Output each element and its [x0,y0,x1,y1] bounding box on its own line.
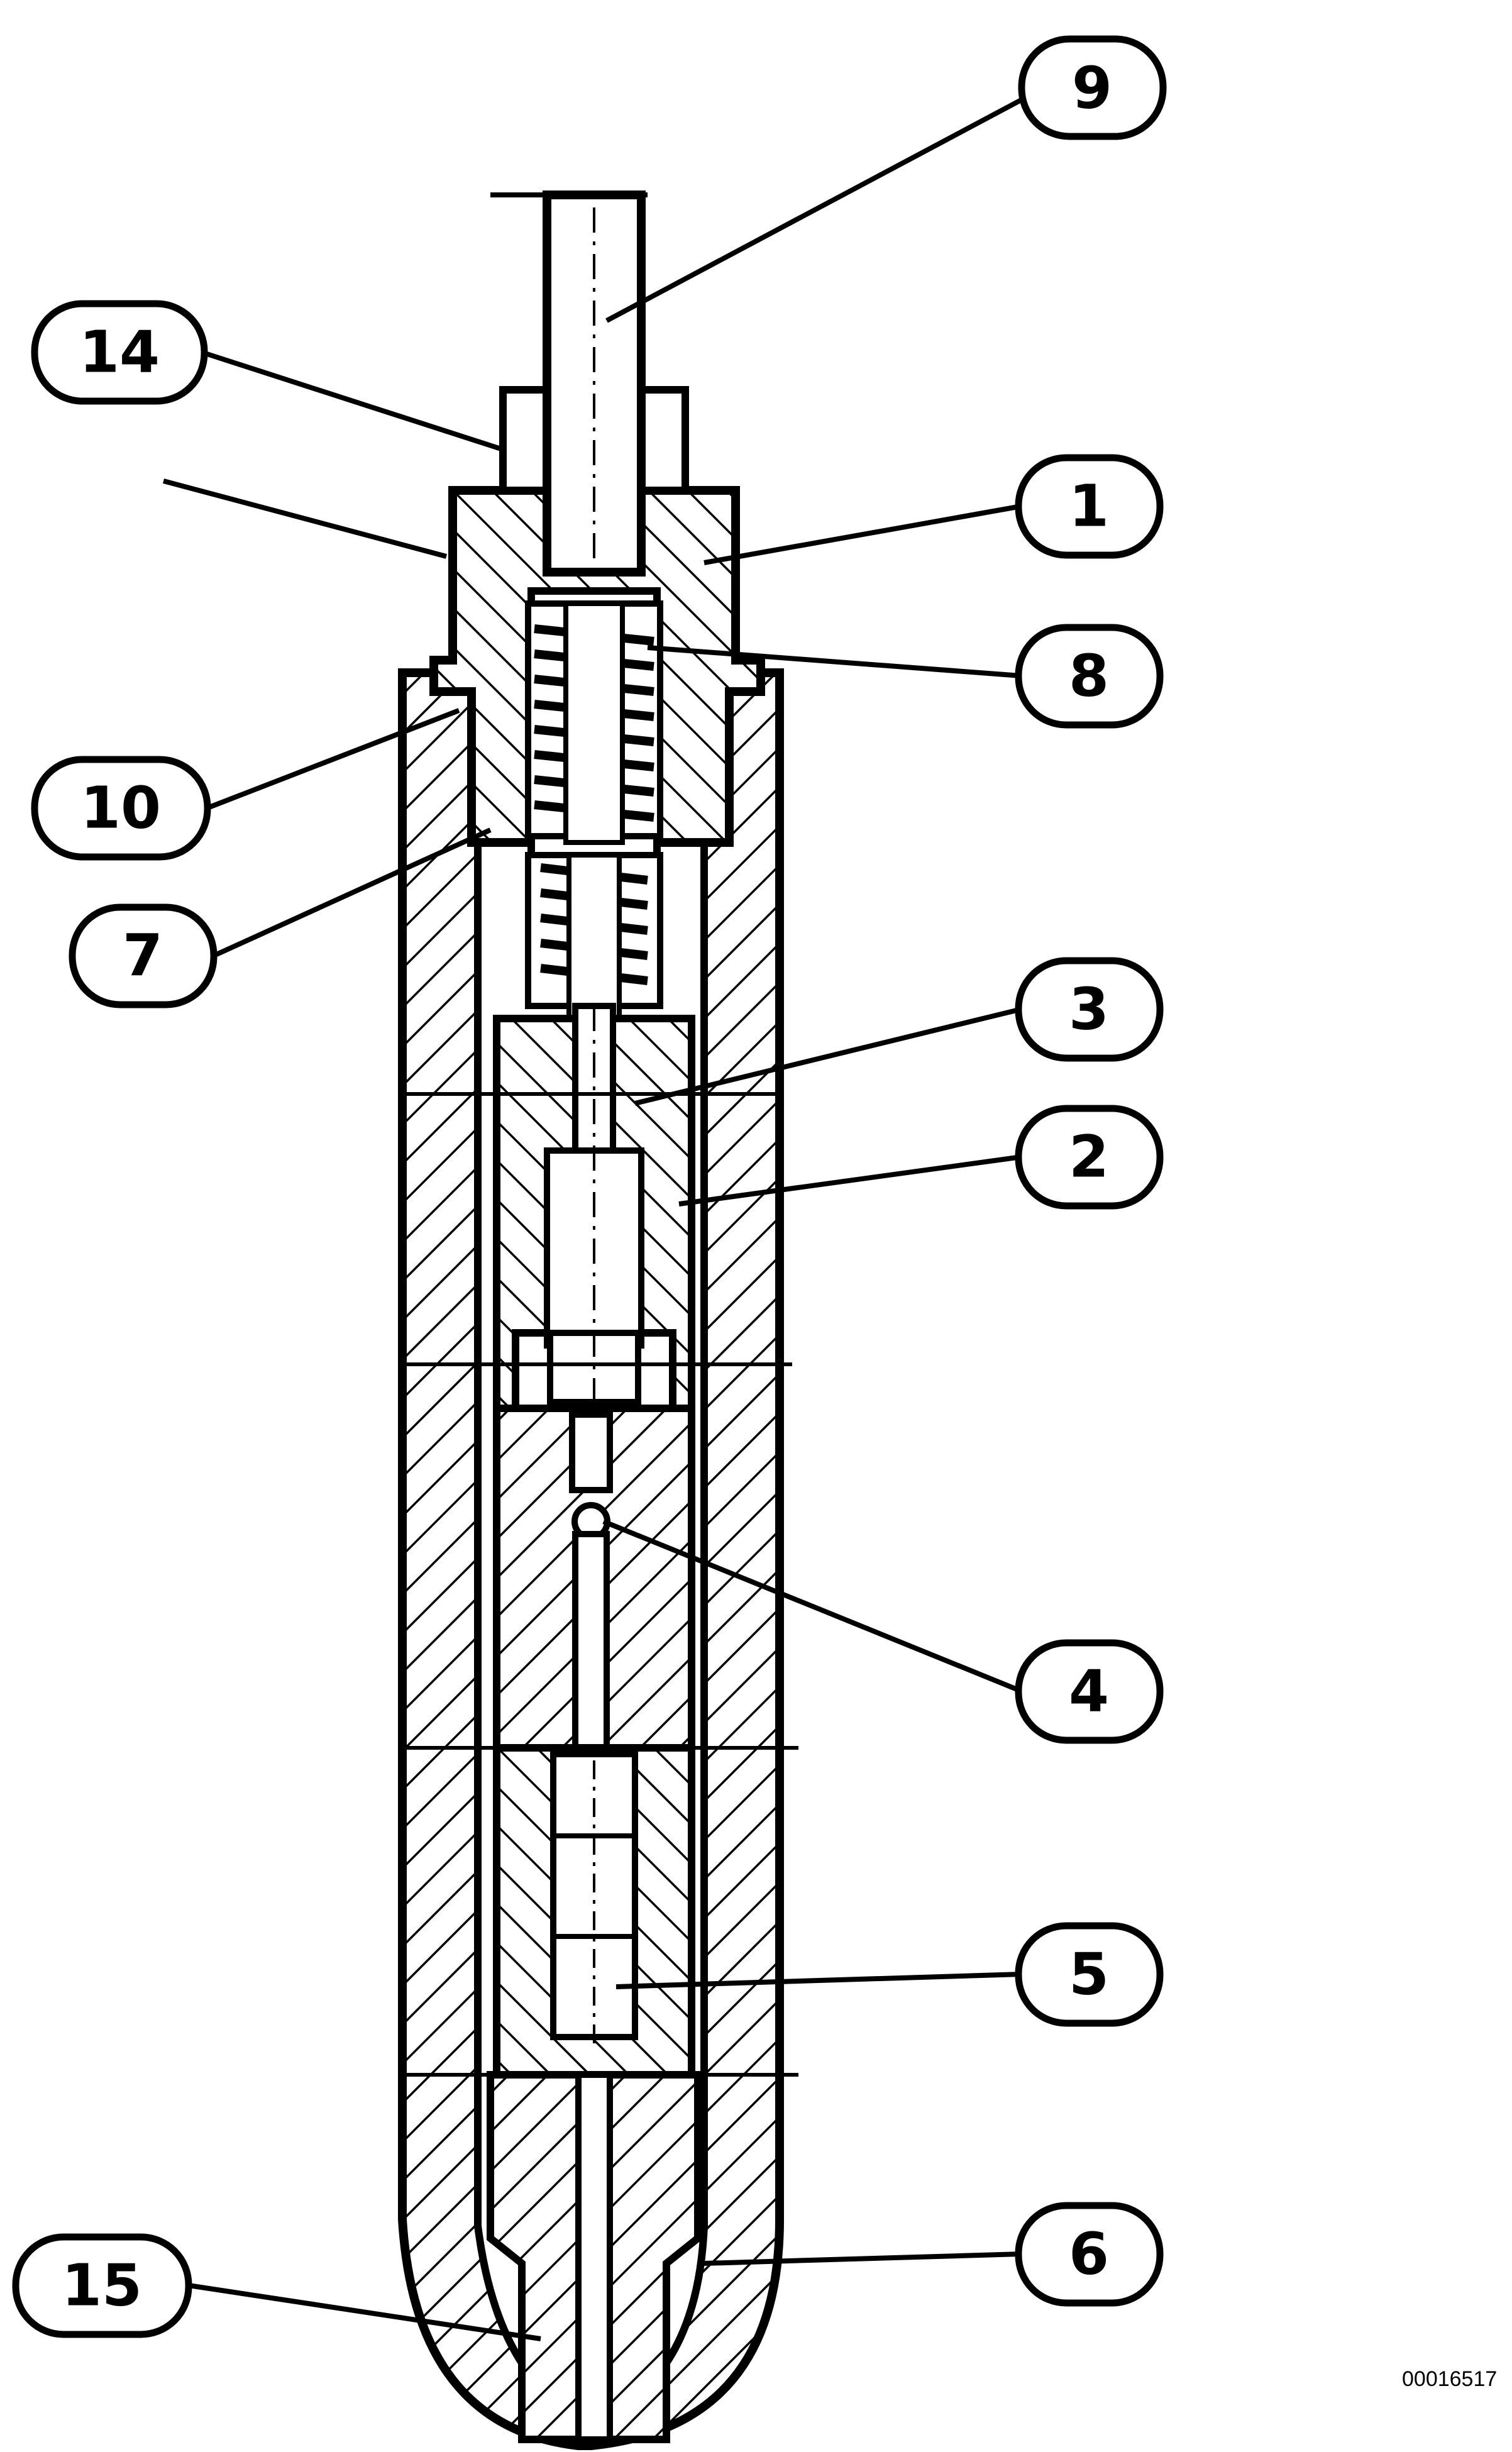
guide-sleeve [493,1003,695,1421]
callout-14: 14 [31,300,208,405]
callout-8: 8 [1015,624,1164,729]
callout-5: 5 [1015,1922,1164,2027]
callout-label: 5 [1069,1941,1109,2008]
callout-label: 6 [1069,2221,1109,2288]
callout-label: 14 [79,319,160,386]
callout-9: 9 [1018,35,1167,140]
section-lines [402,1092,798,2077]
spring-assembly [525,600,663,1021]
valve-body [493,1744,695,2079]
leader-lines [162,86,1045,2341]
callout-6: 6 [1015,2202,1164,2307]
callout-15: 15 [12,2233,192,2338]
callout-3: 3 [1015,957,1164,1062]
callout-label: 8 [1069,643,1109,710]
needle-guide [493,1405,695,1752]
callout-2: 2 [1015,1105,1164,1210]
callout-label: 1 [1069,473,1109,540]
callout-4: 4 [1015,1639,1164,1744]
callout-1: 1 [1015,454,1164,559]
callout-label: 9 [1072,55,1112,122]
nozzle-tip [487,2071,702,2443]
drawing-code: 00016517 [1402,2367,1497,2391]
input-shaft [490,191,648,577]
callout-7: 7 [69,903,218,1008]
callout-label: 2 [1069,1124,1109,1191]
callout-label: 7 [123,922,163,990]
callout-label: 15 [62,2252,142,2319]
callout-label: 10 [80,775,161,842]
callout-label: 4 [1069,1658,1109,1725]
callout-label: 3 [1069,976,1109,1043]
callout-10: 10 [31,756,211,861]
